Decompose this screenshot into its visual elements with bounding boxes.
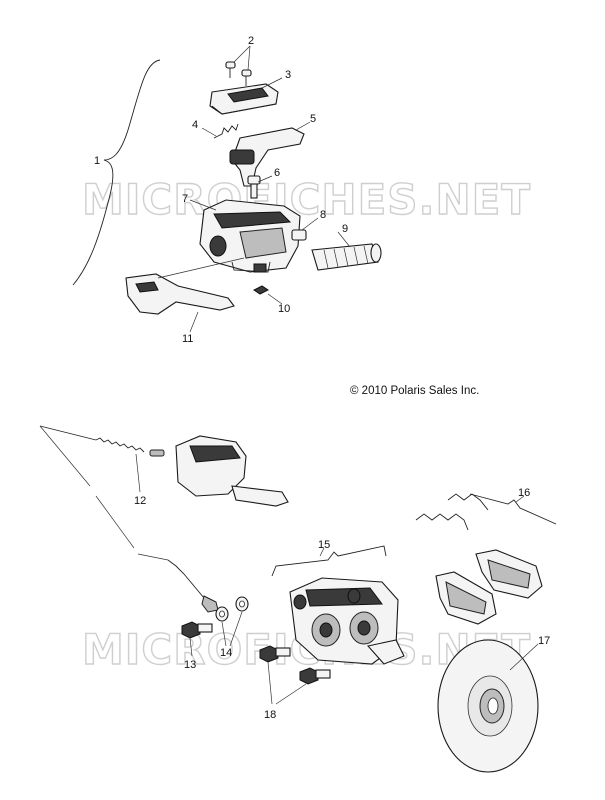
callout-10: 10 [278, 303, 290, 315]
callout-1: 1 [94, 155, 100, 167]
callout-2: 2 [248, 35, 254, 47]
part-13-banjo-bolt [181, 621, 213, 639]
callout-9: 9 [342, 223, 348, 235]
part-4-spring [213, 123, 239, 139]
callout-4: 4 [192, 119, 198, 131]
callout-13: 13 [184, 659, 196, 671]
part-16-pads [415, 493, 543, 625]
bracket-16 [469, 493, 557, 525]
part-7-master-cylinder [199, 199, 301, 273]
part-18-bolts [259, 645, 331, 685]
callout-3: 3 [285, 69, 291, 81]
part-12-brake-line [39, 425, 289, 507]
callout-7: 7 [182, 193, 188, 205]
bracket-15 [271, 545, 387, 577]
part-14-washers [215, 596, 249, 622]
part-15-caliper [289, 577, 405, 665]
part-9-grip [311, 243, 382, 271]
part-17-disc [437, 639, 539, 773]
bracket-1 [72, 59, 161, 286]
callout-16: 16 [518, 487, 530, 499]
callout-6: 6 [274, 167, 280, 179]
part-8-clip [291, 229, 307, 241]
callout-17: 17 [538, 635, 550, 647]
part-11-lever [125, 273, 235, 315]
part-2-screws [225, 61, 252, 86]
callout-15: 15 [318, 539, 330, 551]
callout-18: 18 [264, 709, 276, 721]
callout-8: 8 [320, 209, 326, 221]
copyright-text: © 2010 Polaris Sales Inc. [350, 385, 479, 397]
part-5-lever [229, 127, 305, 187]
callout-14: 14 [220, 647, 232, 659]
callout-12: 12 [134, 495, 146, 507]
watermark-top: MICROFICHES.NET [82, 175, 531, 224]
callout-11: 11 [182, 333, 193, 345]
part-6-pivot-bolt [247, 175, 261, 199]
callout-5: 5 [310, 113, 316, 125]
part-10-nut [253, 285, 269, 295]
part-3-reservoir-cover [209, 83, 279, 115]
